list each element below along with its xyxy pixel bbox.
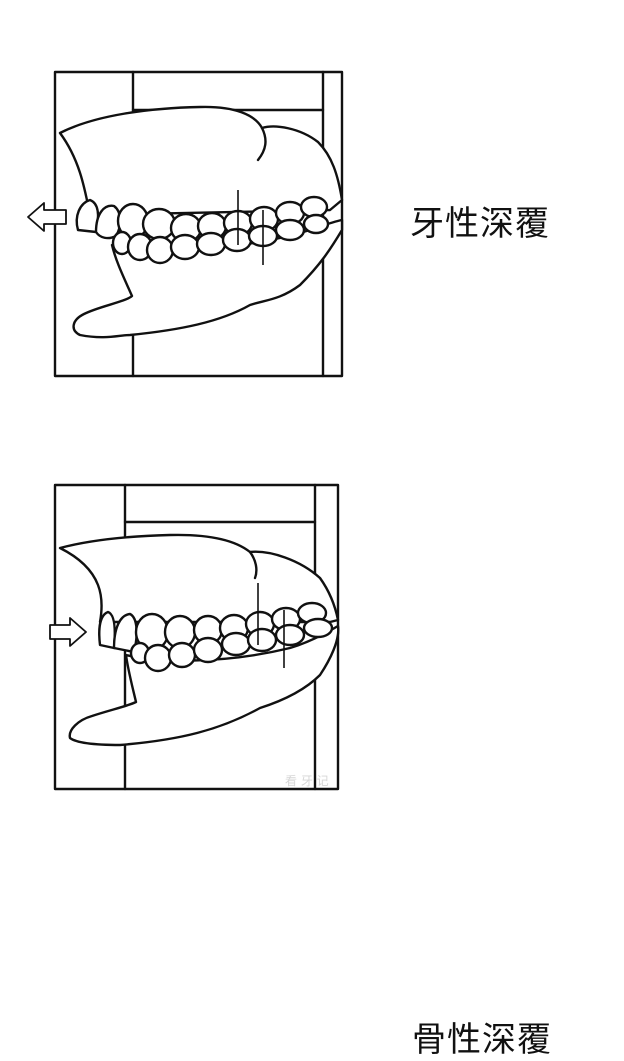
lower-jaw <box>68 624 340 747</box>
lower-teeth <box>129 617 334 673</box>
skeletal-deep-overbite-figure: 骨性深覆 <box>0 400 624 1060</box>
dental-deep-overbite-figure: 牙性深覆 <box>0 0 624 400</box>
figure-caption: 骨性深覆 <box>412 1020 552 1060</box>
figure-caption: 牙性深覆 <box>410 204 550 244</box>
upper-jaw <box>58 105 344 217</box>
dental-deep-overbite-illustration <box>27 70 344 378</box>
upper-jaw <box>58 533 340 624</box>
arrow-right-icon <box>49 617 87 647</box>
arrow-left-icon <box>27 202 67 232</box>
watermark: 看 牙 记 <box>285 774 329 788</box>
skeletal-deep-overbite-illustration <box>49 483 340 791</box>
